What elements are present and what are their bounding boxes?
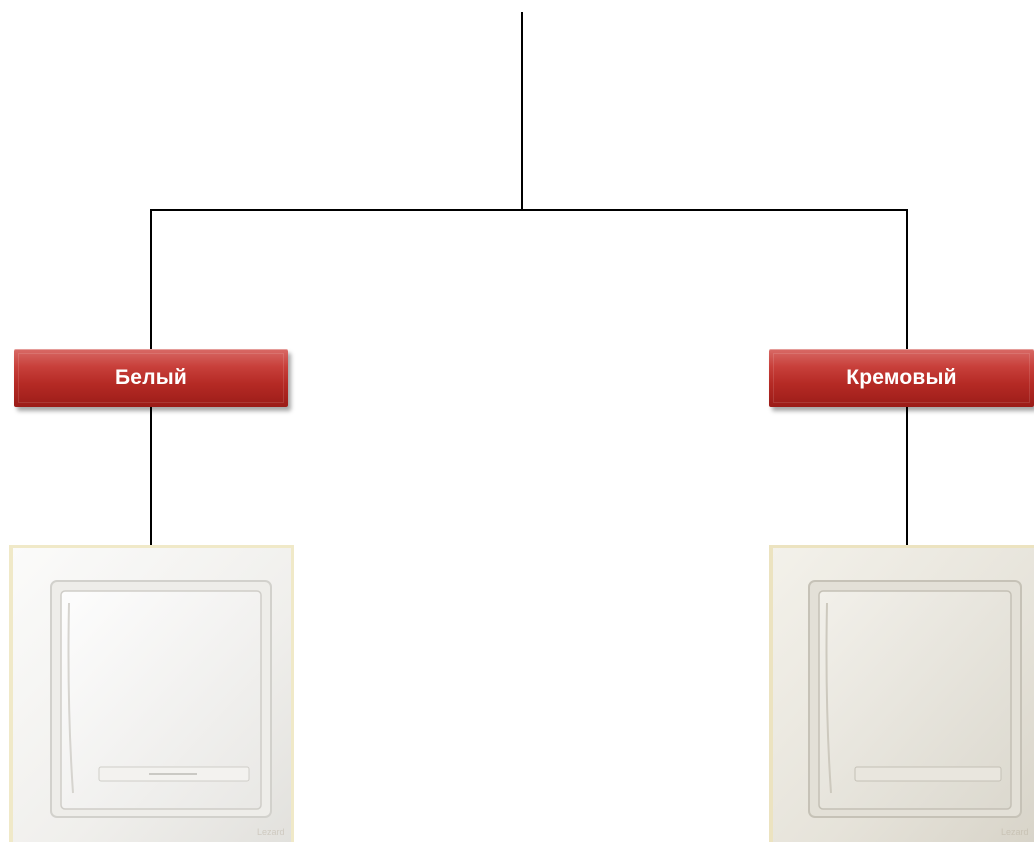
light-switch-white-photo: Lezard (9, 545, 294, 842)
right-branch-line (906, 209, 908, 349)
cream-to-photo-line (906, 406, 908, 546)
light-switch-cream-photo: Lezard (769, 545, 1034, 842)
brand-mark-white: Lezard (257, 827, 285, 837)
brand-mark-cream: Lezard (1001, 827, 1029, 837)
root-connector-line (521, 12, 523, 211)
node-white: Белый (14, 349, 288, 407)
white-to-photo-line (150, 406, 152, 546)
branch-connector-line (150, 209, 908, 211)
node-cream-label: Кремовый (846, 366, 957, 389)
node-cream: Кремовый (769, 349, 1034, 407)
node-white-label: Белый (115, 366, 187, 389)
left-branch-line (150, 209, 152, 349)
